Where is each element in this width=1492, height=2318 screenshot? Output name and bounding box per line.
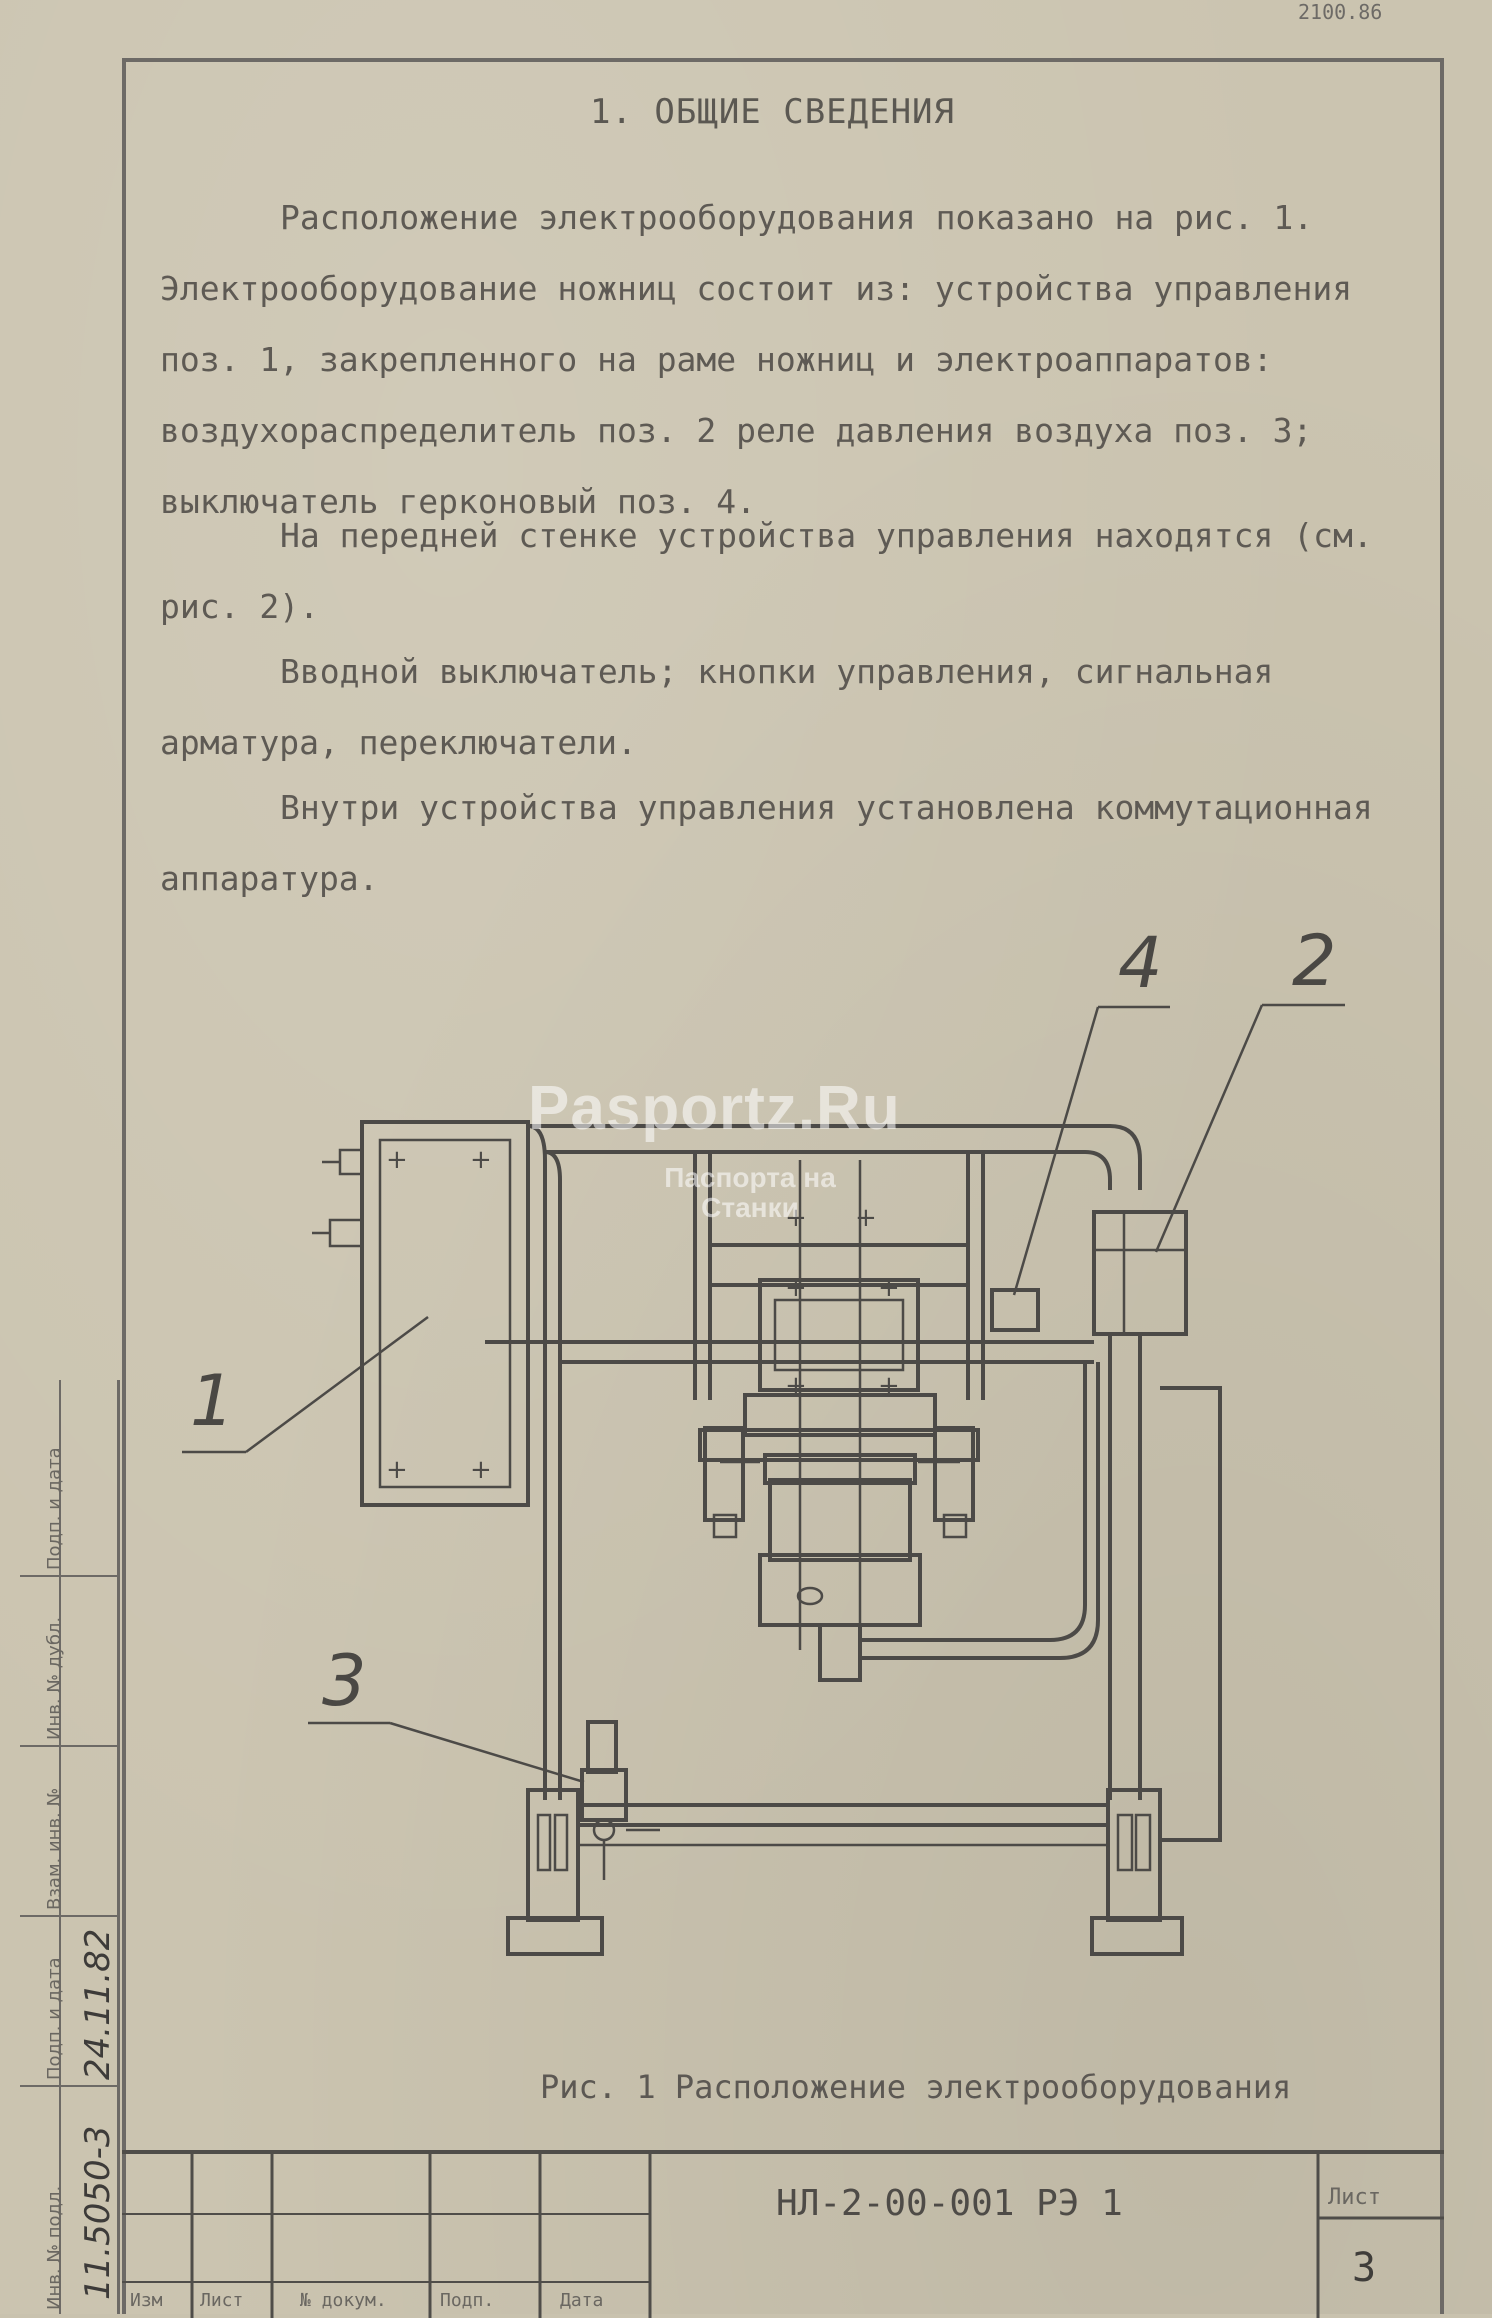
watermark-subtitle: Паспорта на Станки bbox=[664, 1162, 836, 1223]
svg-text:+: + bbox=[878, 1273, 900, 1303]
callout-3: 3 bbox=[322, 1640, 367, 1722]
sheet-number: 3 bbox=[1352, 2245, 1377, 2291]
right-leg-base bbox=[1106, 1788, 1162, 1922]
svg-text:+: + bbox=[470, 1145, 492, 1175]
side-stamp-column bbox=[20, 1380, 120, 2314]
svg-text:+: + bbox=[386, 1145, 408, 1175]
paragraph-1: Расположение электрооборудования показан… bbox=[160, 198, 1372, 521]
row-label-sheet: Лист bbox=[200, 2290, 244, 2311]
row-label-date: Дата bbox=[560, 2290, 604, 2311]
svg-text:+: + bbox=[386, 1455, 408, 1485]
right-foot bbox=[1090, 1916, 1184, 1956]
section-heading: 1. ОБЩИЕ СВЕДЕНИЯ bbox=[590, 92, 955, 132]
figure-caption: Рис. 1 Расположение электрооборудования bbox=[540, 2068, 1292, 2106]
side-label-sign-date-2: Подп. и дата bbox=[44, 1447, 65, 1570]
pressure-relay-box bbox=[580, 1768, 628, 1822]
svg-text:+: + bbox=[785, 1203, 807, 1233]
control-box-outer bbox=[360, 1120, 530, 1507]
svg-text:+: + bbox=[785, 1273, 807, 1303]
handwritten-inventory-number: 11.5050-3 bbox=[78, 2125, 118, 2301]
press-block bbox=[758, 1278, 920, 1392]
side-label-inv-dup: Инв. № дубл. bbox=[44, 1616, 65, 1740]
side-label-replace-inv: Взам. инв. № bbox=[44, 1787, 65, 1910]
row-label-doc-no: № докум. bbox=[300, 2290, 387, 2311]
svg-text:+: + bbox=[470, 1455, 492, 1485]
paragraph-4: Внутри устройства управления установлена… bbox=[160, 788, 1393, 898]
control-box-inner bbox=[378, 1138, 512, 1489]
sheet-label: Лист bbox=[1328, 2185, 1381, 2210]
document-code: НЛ-2-00-001 РЭ 1 bbox=[776, 2183, 1123, 2224]
paragraph-2: На передней стенке устройства управления… bbox=[160, 516, 1393, 626]
top-corner-number: 2100.86 bbox=[1298, 0, 1383, 24]
callout-1: 1 bbox=[190, 1360, 235, 1442]
title-block bbox=[122, 2150, 1444, 2318]
row-label-change: Изм bbox=[130, 2290, 163, 2311]
left-leg-base bbox=[526, 1788, 580, 1922]
motor-body bbox=[758, 1553, 922, 1627]
paragraph-3: Вводной выключатель; кнопки управления, … bbox=[160, 652, 1294, 762]
watermark-title: Pasportz.Ru bbox=[528, 1074, 901, 1143]
side-label-sign-date-1: Подп. и дата bbox=[44, 1957, 65, 2080]
title-block-grid bbox=[122, 2154, 1444, 2318]
page-frame bbox=[122, 58, 1444, 2314]
callout-2: 2 bbox=[1292, 920, 1337, 1002]
reed-switch-box bbox=[990, 1288, 1040, 1332]
callout-4: 4 bbox=[1118, 922, 1163, 1004]
handwritten-date: 24.11.82 bbox=[78, 1928, 118, 2080]
air-distributor-box bbox=[1092, 1210, 1188, 1336]
left-foot bbox=[506, 1916, 604, 1956]
side-label-inv-orig: Инв. № подл. bbox=[44, 2185, 65, 2310]
row-label-signature: Подп. bbox=[440, 2290, 495, 2311]
